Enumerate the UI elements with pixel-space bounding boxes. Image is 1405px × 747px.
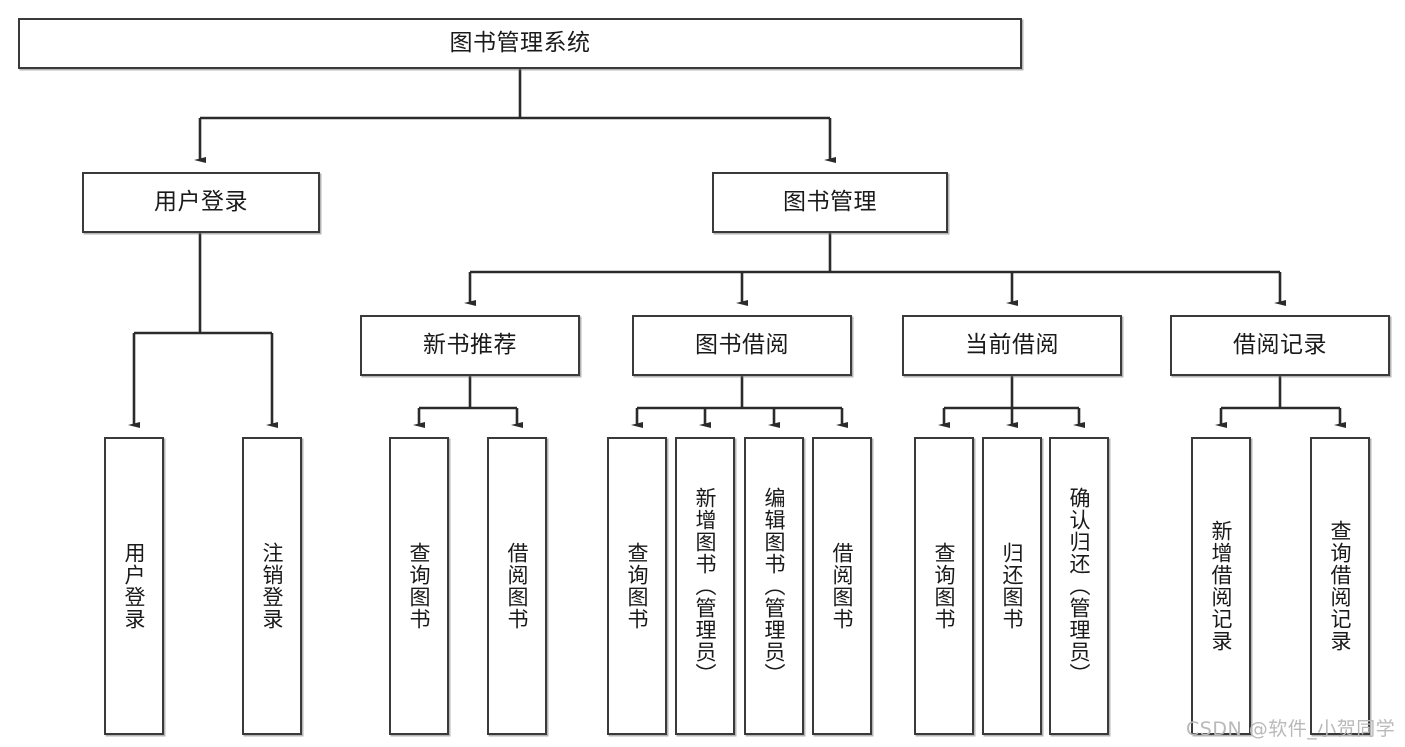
node-book-borrow[interactable]: 图书借阅: [632, 315, 852, 376]
node-label: 借阅记录: [1233, 331, 1327, 358]
node-label: 查询借阅记录: [1328, 520, 1352, 652]
node-label: 用户登录: [122, 542, 146, 630]
leaf-query-record[interactable]: 查询借阅记录: [1310, 437, 1370, 735]
leaf-user-login[interactable]: 用户登录: [104, 437, 164, 735]
leaf-borrow-book-2[interactable]: 借阅图书: [812, 437, 872, 735]
leaf-add-book[interactable]: 新增图书（管理员）: [675, 437, 735, 735]
leaf-query-book-1[interactable]: 查询图书: [389, 437, 449, 735]
node-label: 借阅图书: [830, 542, 854, 630]
node-borrow-record[interactable]: 借阅记录: [1170, 315, 1390, 376]
leaf-borrow-book-1[interactable]: 借阅图书: [487, 437, 547, 735]
node-new-book-recommend[interactable]: 新书推荐: [360, 315, 580, 376]
leaf-return-book[interactable]: 归还图书: [982, 437, 1042, 735]
node-label: 图书管理系统: [449, 29, 591, 56]
node-label: 图书借阅: [695, 331, 789, 358]
node-label: 查询图书: [932, 542, 956, 630]
csdn-watermark: CSDN @软件_小贺同学: [1186, 718, 1396, 740]
leaf-edit-book[interactable]: 编辑图书（管理员）: [744, 437, 804, 735]
node-label: 查询图书: [407, 542, 431, 630]
node-label: 用户登录: [154, 188, 248, 215]
node-label: 新增借阅记录: [1209, 520, 1233, 652]
node-label: 确认归还（管理员）: [1067, 487, 1091, 685]
node-current-borrow[interactable]: 当前借阅: [902, 315, 1122, 376]
leaf-query-book-2[interactable]: 查询图书: [607, 437, 667, 735]
node-label: 编辑图书（管理员）: [762, 487, 786, 685]
node-label: 图书管理: [783, 188, 877, 215]
node-label: 归还图书: [1000, 542, 1024, 630]
node-label: 新增图书（管理员）: [693, 487, 717, 685]
node-user-login[interactable]: 用户登录: [82, 172, 320, 233]
node-label: 查询图书: [625, 542, 649, 630]
node-label: 注销登录: [260, 542, 284, 630]
leaf-add-record[interactable]: 新增借阅记录: [1191, 437, 1251, 735]
node-label: 当前借阅: [965, 331, 1059, 358]
node-label: 新书推荐: [423, 331, 517, 358]
leaf-confirm-return[interactable]: 确认归还（管理员）: [1049, 437, 1109, 735]
leaf-query-book-3[interactable]: 查询图书: [914, 437, 974, 735]
node-root-system[interactable]: 图书管理系统: [18, 18, 1022, 69]
leaf-logout-login[interactable]: 注销登录: [242, 437, 302, 735]
node-label: 借阅图书: [505, 542, 529, 630]
node-book-manage[interactable]: 图书管理: [712, 172, 948, 233]
